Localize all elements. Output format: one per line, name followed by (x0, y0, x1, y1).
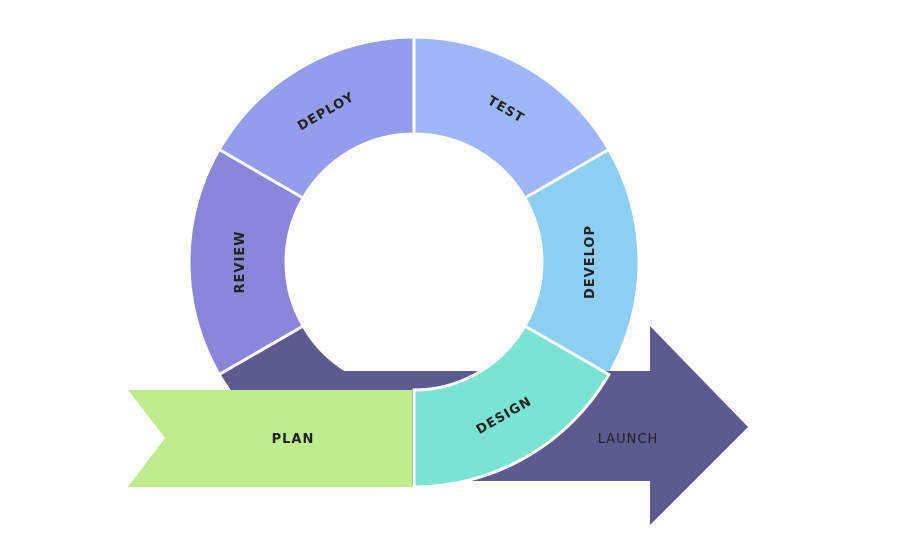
plan-label: PLAN (272, 432, 315, 447)
develop-label: DEVELOP (583, 225, 598, 299)
review-label: REVIEW (233, 230, 248, 293)
segment-design (412, 323, 611, 489)
launch-label: LAUNCH (598, 432, 659, 447)
plan-chevron (128, 390, 412, 487)
segment-deploy (217, 35, 416, 201)
